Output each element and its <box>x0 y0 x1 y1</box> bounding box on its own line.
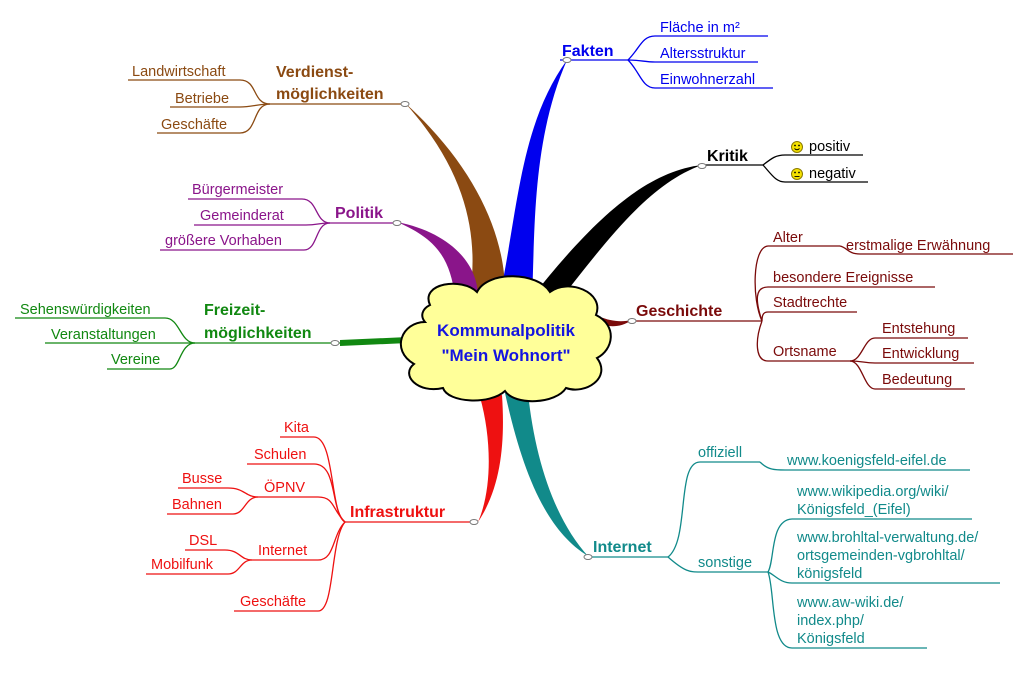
internet-link-wikipedia-2[interactable]: Königsfeld_(Eifel) <box>797 502 911 518</box>
internet-link-awwiki-1[interactable]: www.aw-wiki.de/ <box>796 595 904 611</box>
branch-infrastruktur-shape <box>478 395 503 522</box>
branch-verdienst-shape <box>405 103 506 295</box>
politik-item-buergermeister[interactable]: Bürgermeister <box>192 182 283 198</box>
internet-item-offiziell[interactable]: offiziell <box>698 445 742 461</box>
verdienst-item-betriebe[interactable]: Betriebe <box>175 91 229 107</box>
internet-link-awwiki-3[interactable]: Königsfeld <box>797 631 865 647</box>
branch-fakten-shape <box>500 60 567 300</box>
fakten-item-flaeche[interactable]: Fläche in m² <box>660 20 740 36</box>
politik-item-gemeinderat[interactable]: Gemeinderat <box>200 208 284 224</box>
branch-internet <box>588 461 1000 649</box>
smiley-neutral-icon <box>791 168 803 180</box>
internet-link-wikipedia-1[interactable]: www.wikipedia.org/wiki/ <box>796 484 949 500</box>
infrastruktur-item-busse[interactable]: Busse <box>182 471 222 487</box>
geschichte-item-entwicklung[interactable]: Entwicklung <box>882 346 959 362</box>
kritik-node-dot <box>697 163 707 169</box>
infrastruktur-item-schulen[interactable]: Schulen <box>254 447 306 463</box>
infrastruktur-item-kita[interactable]: Kita <box>284 420 310 436</box>
internet-link-koenigsfeld-eifel[interactable]: www.koenigsfeld-eifel.de <box>786 453 947 469</box>
politik-label[interactable]: Politik <box>335 205 383 222</box>
verdienst-label-line2[interactable]: möglichkeiten <box>276 86 384 103</box>
verdienst-label-line1[interactable]: Verdienst- <box>276 64 353 81</box>
infrastruktur-item-mobilfunk[interactable]: Mobilfunk <box>151 557 214 573</box>
fakten-item-altersstruktur[interactable]: Altersstruktur <box>660 46 746 62</box>
freizeit-label-line2[interactable]: möglichkeiten <box>204 325 312 342</box>
geschichte-label[interactable]: Geschichte <box>636 303 722 320</box>
infrastruktur-node-dot <box>469 519 479 525</box>
kritik-item-positiv[interactable]: positiv <box>809 139 851 155</box>
branch-politik <box>160 198 397 251</box>
infrastruktur-item-bahnen[interactable]: Bahnen <box>172 497 222 513</box>
geschichte-item-bedeutung[interactable]: Bedeutung <box>882 372 952 388</box>
branch-politik-shape <box>397 222 478 297</box>
geschichte-item-erwaehnung[interactable]: erstmalige Erwähnung <box>846 238 990 254</box>
internet-link-brohltal-1[interactable]: www.brohltal-verwaltung.de/ <box>796 530 979 546</box>
infrastruktur-item-oepnv[interactable]: ÖPNV <box>264 478 305 496</box>
center-cloud <box>399 275 612 403</box>
verdienst-item-landwirtschaft[interactable]: Landwirtschaft <box>132 64 226 80</box>
freizeit-item-veranstaltungen[interactable]: Veranstaltungen <box>51 327 156 343</box>
branch-verdienst <box>128 79 405 134</box>
infrastruktur-item-dsl[interactable]: DSL <box>189 533 217 549</box>
infrastruktur-label[interactable]: Infrastruktur <box>350 504 445 521</box>
branch-kritik-shape <box>528 165 702 310</box>
geschichte-item-entstehung[interactable]: Entstehung <box>882 321 955 337</box>
kritik-label[interactable]: Kritik <box>707 148 748 165</box>
geschichte-item-stadtrechte[interactable]: Stadtrechte <box>773 295 847 311</box>
geschichte-item-alter[interactable]: Alter <box>773 230 803 246</box>
kritik-item-negativ[interactable]: negativ <box>809 166 857 182</box>
branch-freizeit-shape <box>340 337 408 346</box>
infrastruktur-item-internet[interactable]: Internet <box>258 543 307 559</box>
internet-link-brohltal-3[interactable]: königsfeld <box>797 566 862 582</box>
center-title: Kommunalpolitik <box>437 321 575 340</box>
freizeit-item-vereine[interactable]: Vereine <box>111 352 160 368</box>
fakten-node-dot <box>562 57 572 63</box>
geschichte-item-ereignisse[interactable]: besondere Ereignisse <box>773 270 913 286</box>
branch-kritik <box>702 154 868 183</box>
fakten-item-einwohnerzahl[interactable]: Einwohnerzahl <box>660 72 755 88</box>
internet-label[interactable]: Internet <box>593 539 652 556</box>
politik-node-dot <box>392 220 402 226</box>
freizeit-label-line1[interactable]: Freizeit- <box>204 302 265 319</box>
branch-geschichte <box>632 245 1013 390</box>
internet-node-dot <box>583 554 593 560</box>
internet-link-awwiki-2[interactable]: index.php/ <box>797 613 865 629</box>
branch-freizeit <box>15 317 340 370</box>
politik-item-vorhaben[interactable]: größere Vorhaben <box>165 233 282 249</box>
freizeit-node-dot <box>330 340 340 346</box>
internet-item-sonstige[interactable]: sonstige <box>698 555 752 571</box>
fakten-label[interactable]: Fakten <box>562 43 614 60</box>
infrastruktur-item-geschaefte[interactable]: Geschäfte <box>240 594 306 610</box>
branch-internet-shape <box>505 393 588 556</box>
freizeit-item-sehenswuerdigkeiten[interactable]: Sehenswürdigkeiten <box>20 302 151 318</box>
geschichte-item-ortsname[interactable]: Ortsname <box>773 344 837 360</box>
center-subtitle: "Mein Wohnort" <box>441 346 570 365</box>
internet-link-brohltal-2[interactable]: ortsgemeinden-vgbrohltal/ <box>797 548 966 564</box>
verdienst-node-dot <box>400 101 410 107</box>
branch-infrastruktur <box>146 436 478 612</box>
smiley-happy-icon <box>791 141 803 153</box>
verdienst-item-geschaefte[interactable]: Geschäfte <box>161 117 227 133</box>
geschichte-node-dot <box>627 318 637 324</box>
